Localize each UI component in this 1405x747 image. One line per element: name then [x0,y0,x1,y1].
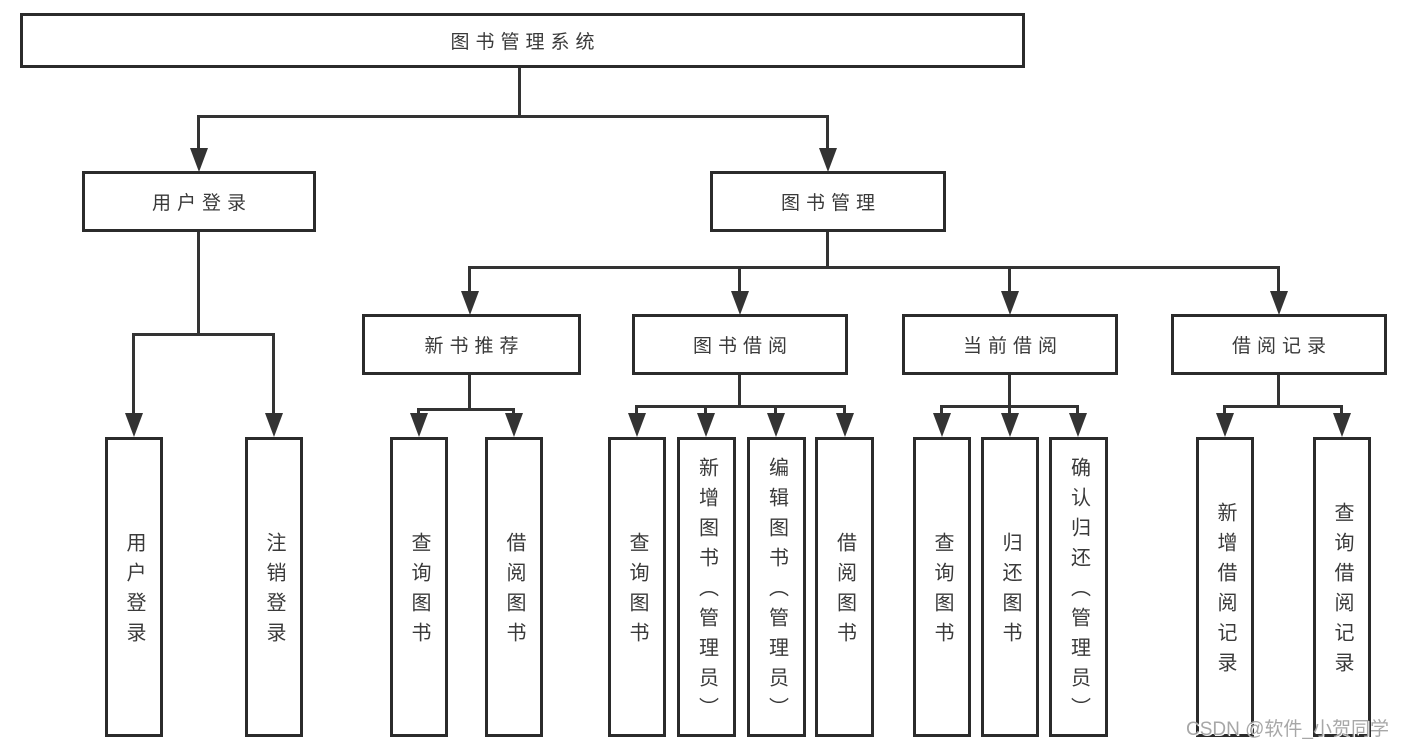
arrow-down-icon [1216,413,1234,437]
node-label: 新增借阅记录 [1214,502,1236,682]
connector-line [132,333,135,416]
arrow-down-icon [1001,413,1019,437]
node-label: 查询借阅记录 [1331,502,1353,682]
node-label: 用户登录 [123,532,145,652]
connector-line [843,405,846,416]
connector-line [1008,405,1011,416]
node-borrow-records: 借阅记录 [1171,314,1387,375]
connector-line [197,231,200,335]
leaf-borrow-books-recommend: 借阅图书 [485,437,543,737]
leaf-return-book: 归还图书 [981,437,1039,737]
node-label: 图书管理 [780,193,881,214]
node-label: 编辑图书（管理员） [765,457,788,727]
leaf-query-books-borrow: 查询图书 [608,437,666,737]
arrow-down-icon [836,413,854,437]
connector-line [1223,405,1343,408]
connector-line [826,231,829,268]
arrow-down-icon [1333,413,1351,437]
arrow-down-icon [819,148,837,172]
connector-line [518,68,521,118]
node-label: 新书推荐 [424,336,525,357]
arrow-down-icon [933,413,951,437]
connector-line [468,266,1280,269]
node-user-login: 用户登录 [82,171,316,232]
arrow-down-icon [410,413,428,437]
connector-line [1008,266,1011,294]
arrow-down-icon [1270,291,1288,315]
node-label: 归还图书 [999,532,1021,652]
arrow-down-icon [628,413,646,437]
connector-line [1223,405,1226,416]
node-label: 用户登录 [151,193,252,214]
node-label: 当前借阅 [962,336,1063,357]
node-label: 查询图书 [408,532,430,652]
node-book-borrow: 图书借阅 [632,314,848,375]
arrow-down-icon [505,413,523,437]
node-label: 确认归还（管理员） [1067,457,1090,727]
connector-line [1008,375,1011,408]
node-book-mgmt: 图书管理 [710,171,946,232]
node-new-book-recommend: 新书推荐 [362,314,581,375]
node-label: 借阅图书 [503,532,525,652]
node-label: 图书管理系统 [450,32,601,53]
node-label: 查询图书 [931,532,953,652]
connector-line [826,117,829,150]
connector-line [635,405,638,416]
arrow-down-icon [265,413,283,437]
connector-line [738,375,741,408]
connector-line [940,405,1079,408]
connector-line [272,333,275,416]
leaf-query-books-current: 查询图书 [913,437,971,737]
connector-line [704,405,707,416]
csdn-watermark: CSDN @软件_小贺同学 [1186,719,1389,740]
leaf-borrow-books: 借阅图书 [815,437,874,737]
connector-line [197,115,829,118]
node-label: 图书借阅 [692,336,793,357]
arrow-down-icon [767,413,785,437]
node-label: 借阅图书 [833,532,856,652]
node-root: 图书管理系统 [20,13,1025,68]
connector-line [1277,375,1280,408]
connector-line [1076,405,1079,416]
leaf-query-borrow-record: 查询借阅记录 [1313,437,1371,737]
connector-line [635,405,846,408]
connector-line [1340,405,1343,416]
connector-line [940,405,943,416]
node-label: 注销登录 [263,532,285,652]
leaf-add-borrow-record: 新增借阅记录 [1196,437,1254,737]
connector-line [468,375,471,411]
node-label: 借阅记录 [1231,336,1332,357]
connector-line [417,408,420,416]
leaf-user-login: 用户登录 [105,437,163,737]
connector-line [132,333,275,336]
arrow-down-icon [731,291,749,315]
leaf-edit-book-admin: 编辑图书（管理员） [747,437,806,737]
arrow-down-icon [1069,413,1087,437]
connector-line [774,405,777,416]
arrow-down-icon [125,413,143,437]
leaf-logout: 注销登录 [245,437,303,737]
connector-line [1277,266,1280,294]
node-label: 新增图书（管理员） [695,457,718,727]
arrow-down-icon [461,291,479,315]
node-current-borrow: 当前借阅 [902,314,1118,375]
node-label: 查询图书 [626,532,648,652]
leaf-query-books-recommend: 查询图书 [390,437,448,737]
connector-line [197,117,200,150]
connector-line [738,266,741,294]
arrow-down-icon [190,148,208,172]
connector-line [512,408,515,416]
connector-line [468,266,471,294]
leaf-add-book-admin: 新增图书（管理员） [677,437,736,737]
arrow-down-icon [697,413,715,437]
connector-line [417,408,515,411]
leaf-confirm-return-admin: 确认归还（管理员） [1049,437,1108,737]
arrow-down-icon [1001,291,1019,315]
